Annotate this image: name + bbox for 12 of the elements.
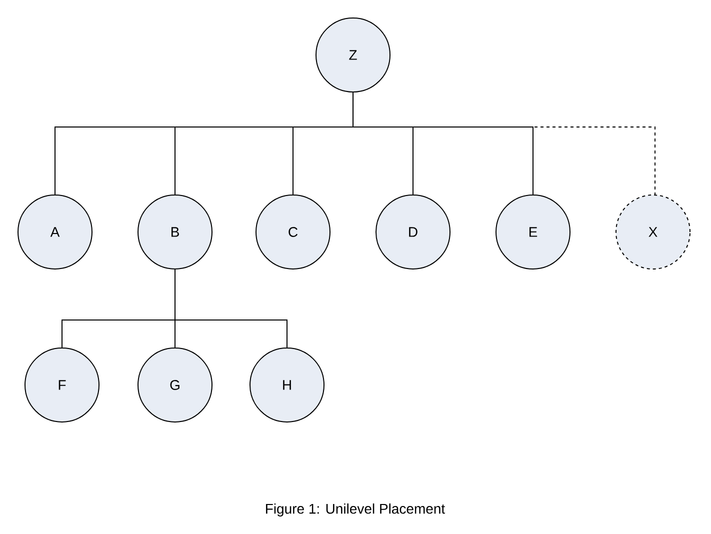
circle-node: D xyxy=(376,194,450,270)
circle-node: E xyxy=(496,194,570,270)
circle-node: C xyxy=(256,194,330,270)
circle-node: F xyxy=(24,347,100,422)
circle-node: G xyxy=(138,347,212,422)
circle-node: Z xyxy=(316,18,390,92)
connector-line xyxy=(174,268,288,348)
circle-node: B xyxy=(138,194,212,270)
circle-node: X xyxy=(616,194,690,270)
circle-node: H xyxy=(250,347,324,422)
circle-node: A xyxy=(18,194,92,270)
caption: Figure 1: Unilevel Placement xyxy=(266,503,445,516)
